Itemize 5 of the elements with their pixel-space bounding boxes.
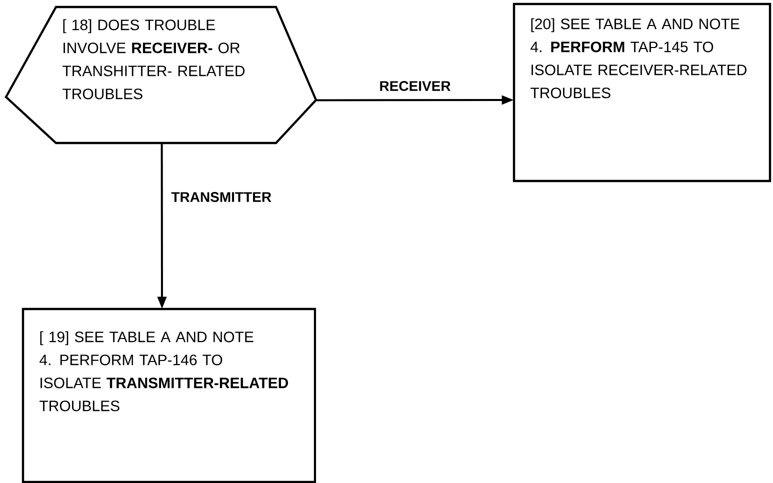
decision-hexagon: [ 18] DOES TROUBLE INVOLVE RECEIVER- OR TRANSHITTER- RELATED TROUBLES: [4, 6, 318, 144]
process-box: [ 19] SEE TABLE A AND NOTE 4. PERFORM TAP-146 TO ISOLATE TRANSMITTER-RELATED TROUBLES: [22, 308, 316, 483]
edge-label: TRANSMITTER: [169, 190, 274, 204]
process-box: [20] SEE TABLE A AND NOTE 4. PERFORM TAP-145 TO ISOLATE RECEIVER-RELATED TROUBLES: [512, 2, 772, 182]
edge-label: RECEIVER: [377, 79, 453, 93]
